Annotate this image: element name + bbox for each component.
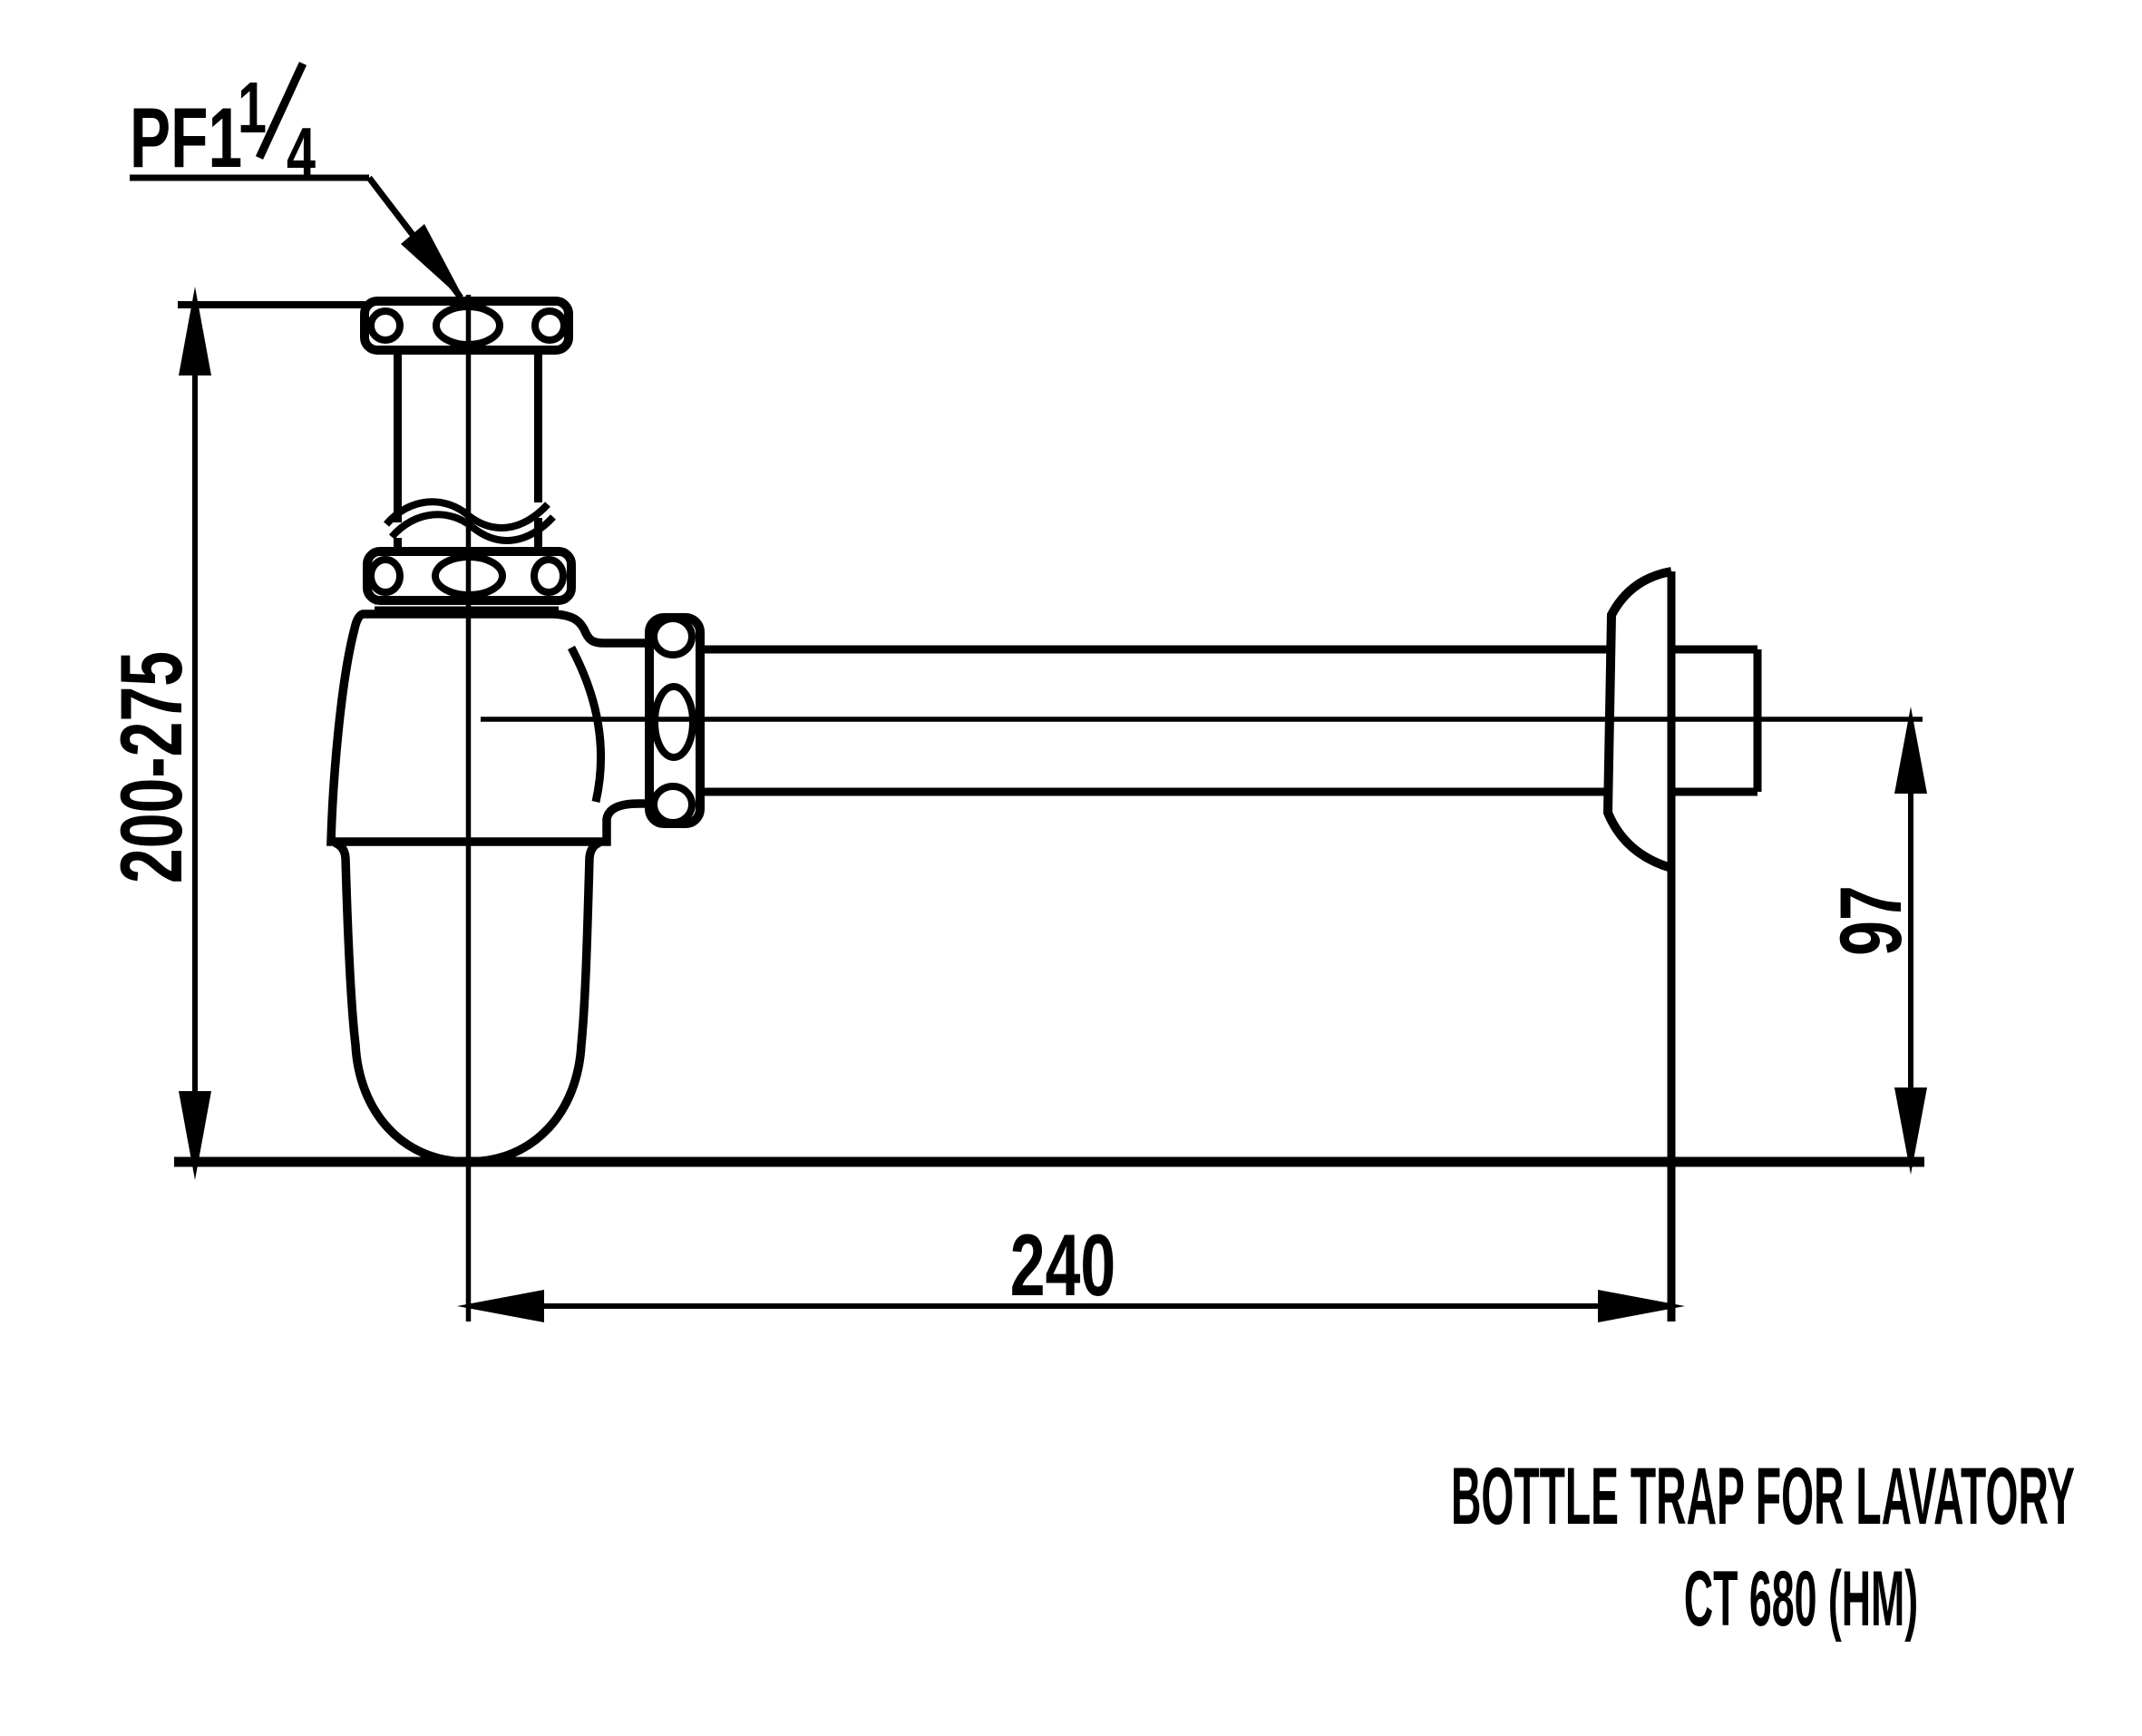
arrowhead-length-left	[457, 1290, 544, 1322]
arrowhead-leader	[401, 224, 466, 303]
inlet-nut-lower-facet-left	[367, 556, 404, 596]
inlet-nut-top-facet-right	[531, 307, 568, 344]
inlet-thread-fraction-denominator: 4	[287, 112, 316, 194]
arrowhead-outlet-top	[1894, 707, 1927, 794]
dim-text-height-range: 200-275	[102, 651, 200, 883]
dim-text-outlet-center-height: 97	[1821, 885, 1920, 956]
arrowhead-length-right	[1598, 1290, 1685, 1322]
outlet-nut-facet-top	[650, 615, 696, 658]
dimensions-group	[130, 174, 1927, 1322]
wall-flange-outline	[1602, 567, 1673, 873]
outlet-nut-facet-bottom	[650, 783, 696, 826]
drawing-model-number: CT 680 (HM)	[1684, 1555, 1918, 1643]
inlet-thread-fraction-numerator: 1	[238, 67, 267, 149]
fraction-slash	[255, 62, 307, 160]
trap-body-group	[326, 600, 654, 1166]
arrowhead-outlet-bottom	[1894, 1087, 1927, 1175]
inlet-thread-label: PF1	[130, 91, 242, 185]
drawing-title: BOTTLE TRAP FOR LAVATORY	[1451, 1452, 2075, 1542]
outlet-pipe-group	[645, 567, 1762, 1322]
arrowhead-height-top	[179, 287, 211, 375]
trap-housing-outline	[326, 610, 654, 846]
pipe-break-wave-lower	[388, 511, 556, 544]
outlet-boss-arc	[568, 645, 606, 803]
inlet-nut-lower-facet-right	[531, 556, 567, 596]
centerlines-group	[465, 295, 1923, 1322]
outlet-nut-facet-middle	[651, 683, 696, 761]
text-group: PF1 1 4 200-275 240 97 BOTTLE TRAP FOR L…	[102, 62, 2075, 1643]
arrowhead-height-bottom	[179, 1091, 211, 1180]
dim-text-outlet-length: 240	[1010, 1215, 1116, 1314]
inlet-nut-top-facet-left	[367, 307, 404, 344]
